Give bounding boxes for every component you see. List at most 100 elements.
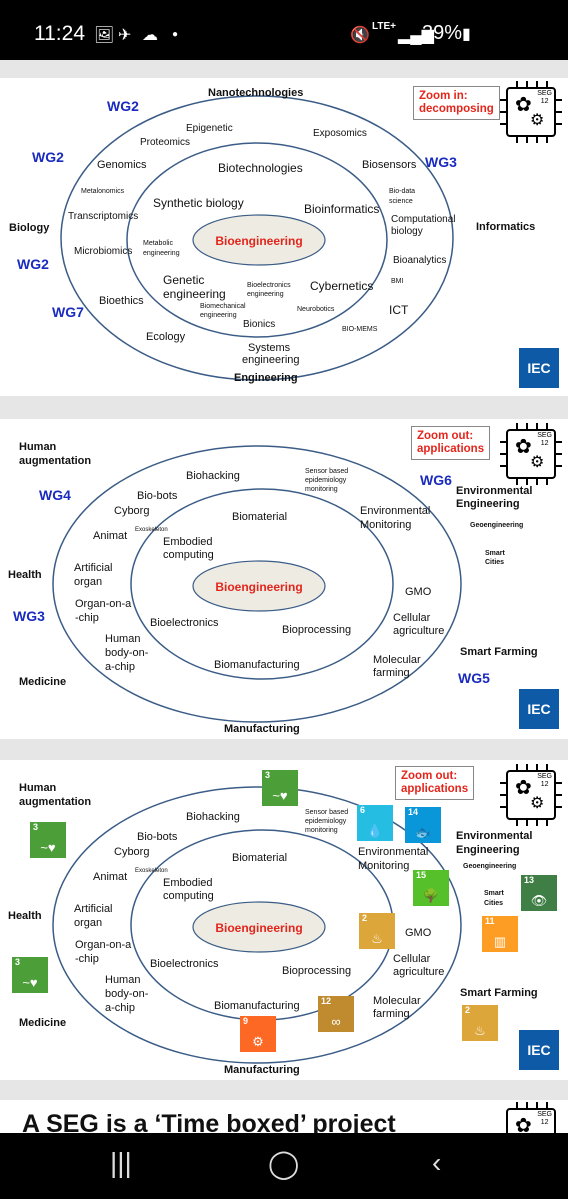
inner-label: Bioprocessing xyxy=(282,624,352,636)
inner-label: Synthetic biology xyxy=(153,196,244,210)
cloud-icon: ☁ xyxy=(142,27,158,44)
recent-apps-button[interactable]: ||| xyxy=(110,1147,132,1178)
sdg-3-icon: 3~♥ xyxy=(30,822,66,858)
outer-label: Epigenetic xyxy=(186,123,233,134)
inner-label: Embodied xyxy=(163,536,213,548)
wg-label: WG2 xyxy=(17,256,49,272)
zoom-line: Zoom out: xyxy=(417,430,474,442)
side-label: Cities xyxy=(484,900,504,907)
core-label: Bioengineering xyxy=(215,580,303,594)
outer-label: Monitoring xyxy=(358,860,410,872)
outer-label: Cellular xyxy=(393,612,431,624)
flower-icon: ✿ xyxy=(515,94,532,116)
sdg-2-icon: 2♨ xyxy=(462,1005,498,1041)
battery-icon: ▮ xyxy=(462,26,471,43)
outer-label: farming xyxy=(373,1008,410,1020)
outer-label: epidemiology xyxy=(305,818,347,825)
home-button[interactable]: ◯ xyxy=(268,1148,300,1179)
dot-icon: ● xyxy=(172,29,179,40)
outer-label: BMI xyxy=(391,278,404,285)
wg-label: WG2 xyxy=(107,98,139,114)
back-button[interactable]: ‹ xyxy=(432,1147,442,1178)
wg-label: WG3 xyxy=(13,608,45,624)
sdg-15-icon: 15🌳 xyxy=(413,870,449,906)
left-label: Biology xyxy=(9,222,50,234)
bottom-label: Engineering xyxy=(234,372,298,384)
wg-label: WG5 xyxy=(458,670,490,686)
zoom-line: applications xyxy=(417,443,485,455)
outer-label: Animat xyxy=(93,530,128,542)
zoom-line: decomposing xyxy=(419,103,494,115)
outer-label: Genomics xyxy=(97,159,147,171)
gear-icon: ⚙ xyxy=(530,795,545,812)
inner-label: Neurobotics xyxy=(297,306,335,313)
outer-label: Exoskeleton xyxy=(135,868,168,874)
side-label: Medicine xyxy=(19,1017,67,1029)
outer-label: Microbiomics xyxy=(74,246,133,257)
outer-label: GMO xyxy=(405,927,432,939)
side-label: Geoengineering xyxy=(463,863,517,870)
status-bar: 11:24 🖼 ✈ ☁ ● 🔇 LTE+ ▂▄▆ 39% ▮ xyxy=(0,0,568,60)
outer-label: science xyxy=(389,198,413,205)
outer-label: Organ-on-a xyxy=(75,939,132,951)
inner-label: engineering xyxy=(200,312,237,319)
outer-label: Environmental xyxy=(358,846,429,858)
outer-label: a-chip xyxy=(105,661,135,673)
gallery-icon: 🖼 xyxy=(94,27,115,44)
inner-label: engineering xyxy=(247,291,284,298)
outer-label: monitoring xyxy=(305,827,338,834)
signal-icon: ▂▄▆ xyxy=(398,27,434,44)
inner-label: Bioelectronics xyxy=(150,617,219,629)
outer-label: BIO-MEMS xyxy=(342,326,378,333)
slide-zoom-out-applications[interactable]: Bioengineering Human augmentation Health… xyxy=(0,419,568,739)
side-label: Engineering xyxy=(456,498,520,510)
outer-label: a-chip xyxy=(105,1002,135,1014)
side-label: Cities xyxy=(485,559,505,566)
outer-label: Bio-bots xyxy=(137,490,178,502)
inner-label: Biomaterial xyxy=(232,511,288,523)
zoom-box: Zoom out:applications xyxy=(395,766,475,800)
sdg-9-icon: 9⚙ xyxy=(240,1016,276,1052)
sdg-3-icon: 3~♥ xyxy=(262,770,298,806)
gear-icon: ⚙ xyxy=(530,112,545,129)
side-label: Environmental xyxy=(456,830,533,842)
slide-zoom-in[interactable]: Bioengineering Nanotechnologies Engineer… xyxy=(0,78,568,396)
side-label: augmentation xyxy=(19,455,92,467)
sdg-12-icon: 12∞ xyxy=(318,996,354,1032)
side-label: Medicine xyxy=(19,676,67,688)
outer-label: Biohacking xyxy=(186,811,240,823)
outer-label: Exposomics xyxy=(313,128,367,139)
wg-label: WG6 xyxy=(420,472,452,488)
outer-label: Animat xyxy=(93,871,128,883)
outer-label: Transcriptomics xyxy=(68,211,139,222)
flower-icon: ✿ xyxy=(515,777,532,799)
inner-label: Cybernetics xyxy=(310,279,374,293)
sdg-2-icon: 2♨ xyxy=(359,913,395,949)
wg-label: WG7 xyxy=(52,304,84,320)
side-label: Engineering xyxy=(456,844,520,856)
side-label: Health xyxy=(8,569,42,581)
mute-icon: 🔇 xyxy=(350,27,370,44)
zoom-line: applications xyxy=(401,783,469,795)
inner-label: Biomaterial xyxy=(232,852,288,864)
outer-label: Computational xyxy=(391,214,456,225)
outer-label: -chip xyxy=(75,953,99,965)
inner-label: Bioprocessing xyxy=(282,965,352,977)
sdg-13-icon: 13👁 xyxy=(521,875,557,911)
slide-zoom-out-sdg[interactable]: Bioengineering Human augmentation Health… xyxy=(0,760,568,1080)
outer-label: epidemiology xyxy=(305,477,347,484)
inner-label: Bioelectronics xyxy=(247,282,291,289)
outer-label: Biosensors xyxy=(362,159,417,171)
outer-label: agriculture xyxy=(393,966,445,978)
outer-label: Metalonomics xyxy=(81,188,125,195)
inner-label: Biomechanical xyxy=(200,303,246,310)
inner-label: Biomanufacturing xyxy=(214,1000,300,1012)
iec-logo: IEC xyxy=(519,1030,559,1070)
outer-label: organ xyxy=(74,576,103,588)
side-label: Human xyxy=(19,441,57,453)
outer-label: engineering xyxy=(242,354,300,366)
zoom-line: Zoom out: xyxy=(401,770,458,782)
outer-label: Bio-data xyxy=(389,188,416,195)
